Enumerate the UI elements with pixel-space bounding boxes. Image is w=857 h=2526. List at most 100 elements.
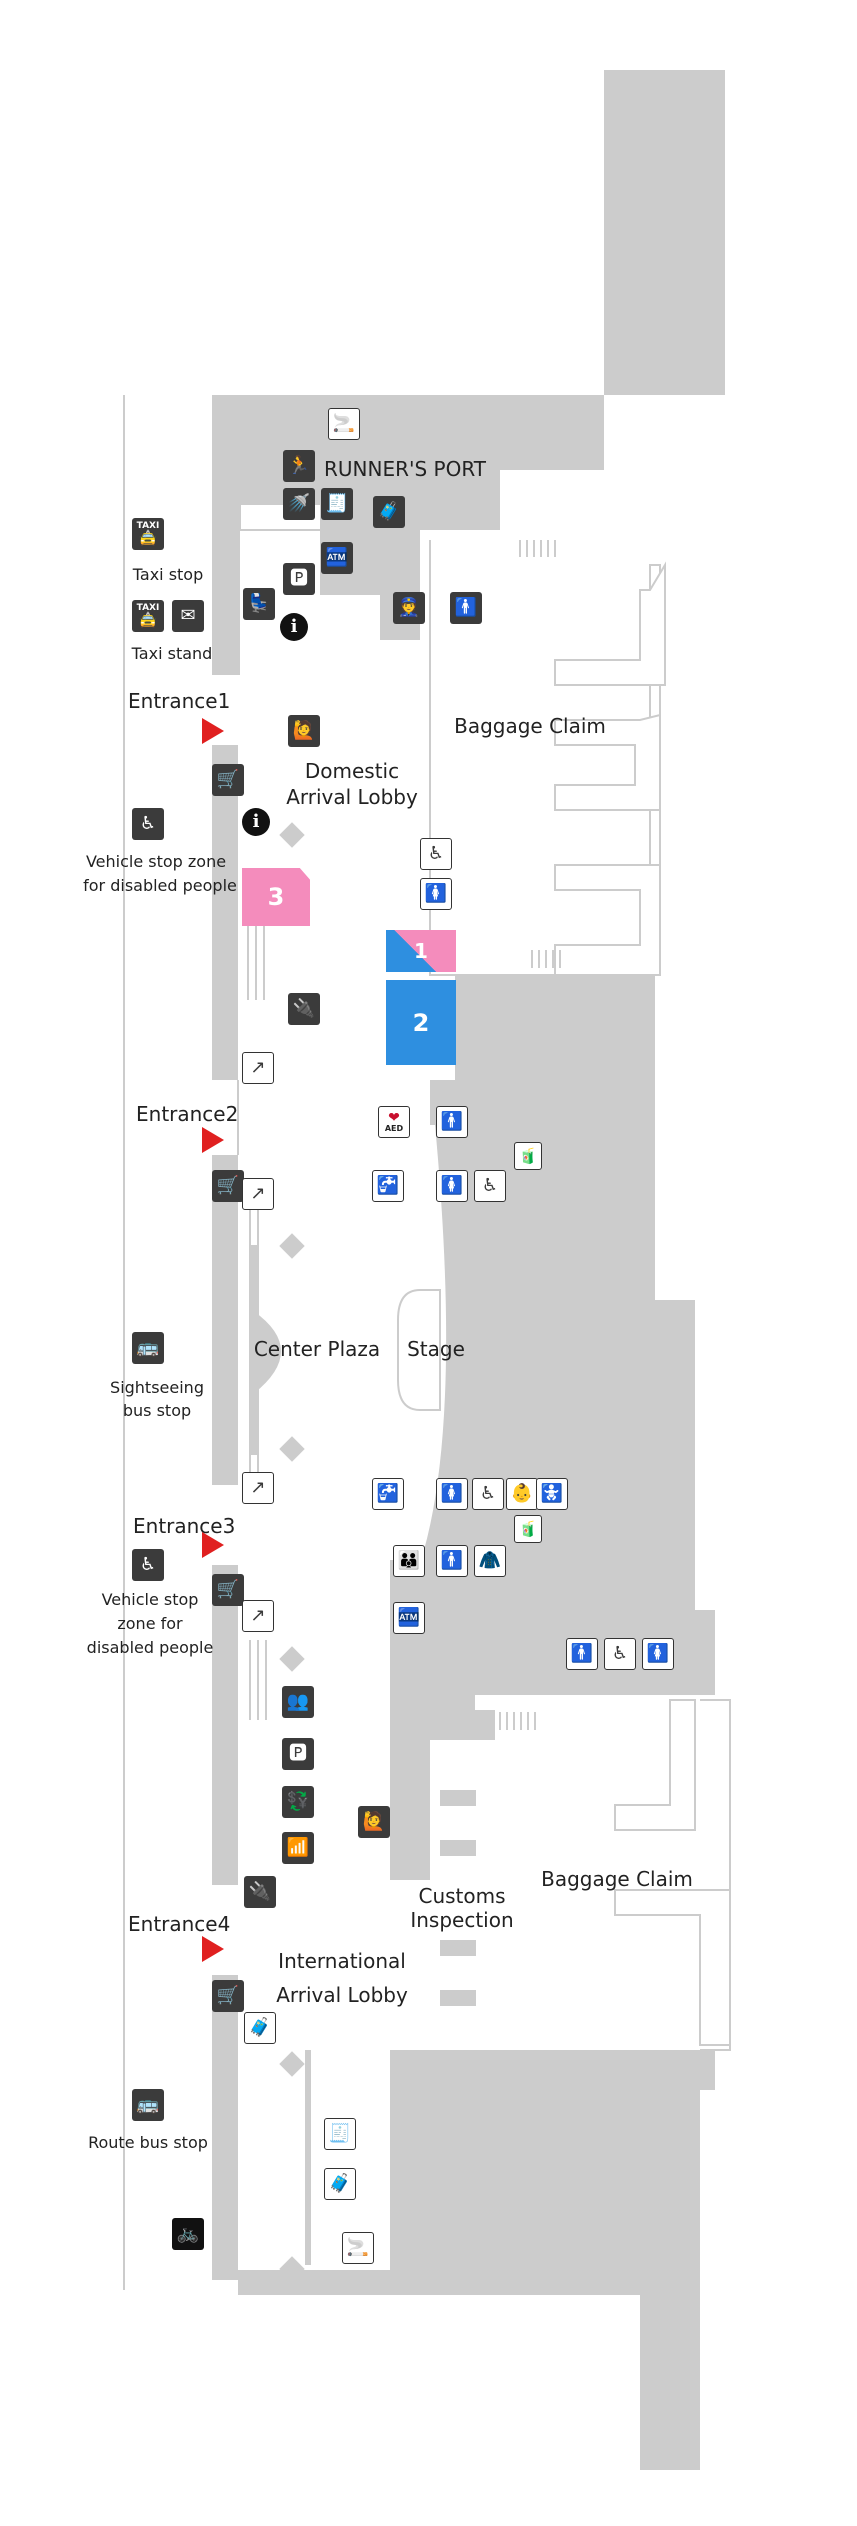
taxi-stand-label: Taxi stand [131, 644, 213, 663]
drinking-fountain-icon[interactable]: 🚰 [372, 1478, 404, 1510]
escalator-icon[interactable]: ↗ [242, 1052, 274, 1084]
vehicle-stop-2-label-3: disabled people [86, 1638, 214, 1657]
information-icon[interactable]: i [242, 808, 270, 836]
womens-restroom-icon[interactable]: 🚺 [420, 878, 452, 910]
stairs-domestic [531, 950, 561, 968]
west-wall-mid-1 [212, 745, 238, 1080]
power-outlet-icon[interactable]: 🔌 [244, 1876, 276, 1908]
locker-icon[interactable]: 🧳 [324, 2168, 356, 2200]
cloakroom-icon[interactable]: 🧥 [474, 1545, 506, 1577]
shop-2-label: 2 [412, 1008, 430, 1037]
staff-icon[interactable]: 👮 [393, 592, 425, 624]
carousel-d2 [554, 713, 661, 811]
shop-3[interactable]: 3 [242, 868, 310, 926]
escalator-icon[interactable]: ↗ [242, 1178, 274, 1210]
taxi-stand-icon[interactable]: TAXI🚖 [132, 600, 164, 632]
center-plaza-shape [252, 1310, 281, 1395]
vending-machine-icon[interactable]: 🧃 [514, 1515, 542, 1543]
meeting-point-icon[interactable]: 🙋 [288, 715, 320, 747]
locker-icon[interactable]: 🧳 [373, 496, 405, 528]
bus-icon[interactable]: 🚌 [132, 1332, 164, 1364]
wheelchair-restroom-icon[interactable]: ♿ [604, 1638, 636, 1670]
family-restroom-icon[interactable]: 👪 [393, 1545, 425, 1577]
carousel-i1 [614, 1699, 696, 1831]
parking-payment-icon[interactable]: 🅿 [283, 563, 315, 595]
wheelchair-icon[interactable]: ♿ [132, 808, 164, 840]
taxi-badge-text: TAXI [136, 521, 160, 531]
entrance3-arrow[interactable] [202, 1532, 224, 1558]
baggage-cart-icon[interactable]: 🛒 [212, 1574, 244, 1606]
stairs-intl [499, 1712, 536, 1730]
wheelchair-restroom-icon[interactable]: ♿ [420, 838, 452, 870]
shower-icon[interactable]: 🚿 [283, 488, 315, 520]
west-wall-mid-3 [212, 1565, 238, 1885]
shop-2[interactable]: 2 [386, 980, 456, 1065]
bus-icon[interactable]: 🚌 [132, 2089, 164, 2121]
smoking-area-icon[interactable]: 🚬 [328, 408, 360, 440]
baggage-cart-icon[interactable]: 🛒 [212, 764, 244, 796]
meeting-point-icon[interactable]: 🙋 [358, 1806, 390, 1838]
wifi-icon[interactable]: 📶 [282, 1832, 314, 1864]
ticket-machine-icon[interactable]: 🧾 [321, 488, 353, 520]
vending-machine-icon[interactable]: 🧃 [514, 1142, 542, 1170]
locker-icon[interactable]: 🧳 [244, 2012, 276, 2044]
mens-restroom-icon[interactable]: 🚹 [436, 1106, 468, 1138]
power-outlet-icon[interactable]: 🔌 [288, 993, 320, 1025]
bicycle-icon[interactable]: 🚲 [172, 2218, 204, 2250]
baggage-claim-domestic-label: Baggage Claim [454, 714, 606, 738]
womens-restroom-icon[interactable]: 🚺 [642, 1638, 674, 1670]
entrance2-arrow[interactable] [202, 1127, 224, 1153]
intl-lobby-label-2: Arrival Lobby [276, 1983, 408, 2007]
smoking-area-icon[interactable]: 🚬 [342, 2232, 374, 2264]
nursing-room-icon[interactable]: 👶 [506, 1478, 538, 1510]
runner-icon[interactable]: 🏃 [283, 450, 315, 482]
stairs-north [519, 540, 556, 557]
baggage-claim-intl-label: Baggage Claim [541, 1867, 693, 1891]
building-block-central [390, 975, 715, 1740]
information-icon[interactable]: i [280, 613, 308, 641]
drinking-fountain-icon[interactable]: 🚰 [372, 1170, 404, 1202]
customs-counter-3 [440, 1940, 476, 1956]
baggage-cart-icon[interactable]: 🛒 [212, 1980, 244, 2012]
escalator-south [249, 1640, 267, 1720]
parking-payment-icon[interactable]: 🅿 [282, 1738, 314, 1770]
aed-text: AED [384, 1124, 404, 1133]
taxi-icon[interactable]: TAXI🚖 [132, 518, 164, 550]
entrance1-arrow[interactable] [202, 718, 224, 744]
mens-restroom-icon[interactable]: 🚹 [436, 1545, 468, 1577]
massage-chair-icon[interactable]: 💺 [243, 588, 275, 620]
shop-1[interactable]: 1 [386, 930, 456, 972]
entrance3-label: Entrance3 [133, 1514, 236, 1538]
womens-restroom-icon[interactable]: 🚺 [436, 1478, 468, 1510]
west-wall-north [212, 395, 240, 675]
route-bus-stop-label: Route bus stop [88, 2133, 208, 2152]
customs-label-2: Inspection [410, 1908, 514, 1932]
customs-label-1: Customs [418, 1884, 506, 1908]
center-plaza-label: Center Plaza [253, 1337, 381, 1361]
inner-room-north [239, 405, 370, 531]
currency-exchange-icon[interactable]: 💱 [282, 1786, 314, 1818]
escalator-icon[interactable]: ↗ [242, 1600, 274, 1632]
wheelchair-restroom-icon[interactable]: ♿ [474, 1170, 506, 1202]
escalator-icon[interactable]: ↗ [242, 1472, 274, 1504]
north-inner-strip [240, 395, 370, 407]
entrance4-arrow[interactable] [202, 1936, 224, 1962]
baby-change-icon[interactable]: 🚼 [536, 1478, 568, 1510]
escalator-mid [249, 1200, 259, 1480]
vehicle-stop-2-label-1: Vehicle stop [101, 1590, 199, 1609]
baggage-cart-icon[interactable]: 🛒 [212, 1170, 244, 1202]
aed-icon[interactable]: ❤AED [378, 1106, 410, 1138]
mens-restroom-icon[interactable]: 🚹 [566, 1638, 598, 1670]
mens-restroom-icon[interactable]: 🚹 [450, 592, 482, 624]
prayer-room-icon[interactable]: 👥 [282, 1686, 314, 1718]
atm-icon[interactable]: 🏧 [321, 542, 353, 574]
stage-label: Stage [407, 1337, 465, 1361]
womens-restroom-icon[interactable]: 🚺 [436, 1170, 468, 1202]
wheelchair-icon[interactable]: ♿ [132, 1549, 164, 1581]
south-ramp [305, 2050, 311, 2265]
mail-icon[interactable]: ✉ [172, 600, 204, 632]
wheelchair-restroom-icon[interactable]: ♿ [472, 1478, 504, 1510]
ticket-machine-icon[interactable]: 🧾 [324, 2118, 356, 2150]
vehicle-stop-2-label-2: zone for [117, 1614, 183, 1633]
atm-icon[interactable]: 🏧 [393, 1602, 425, 1634]
